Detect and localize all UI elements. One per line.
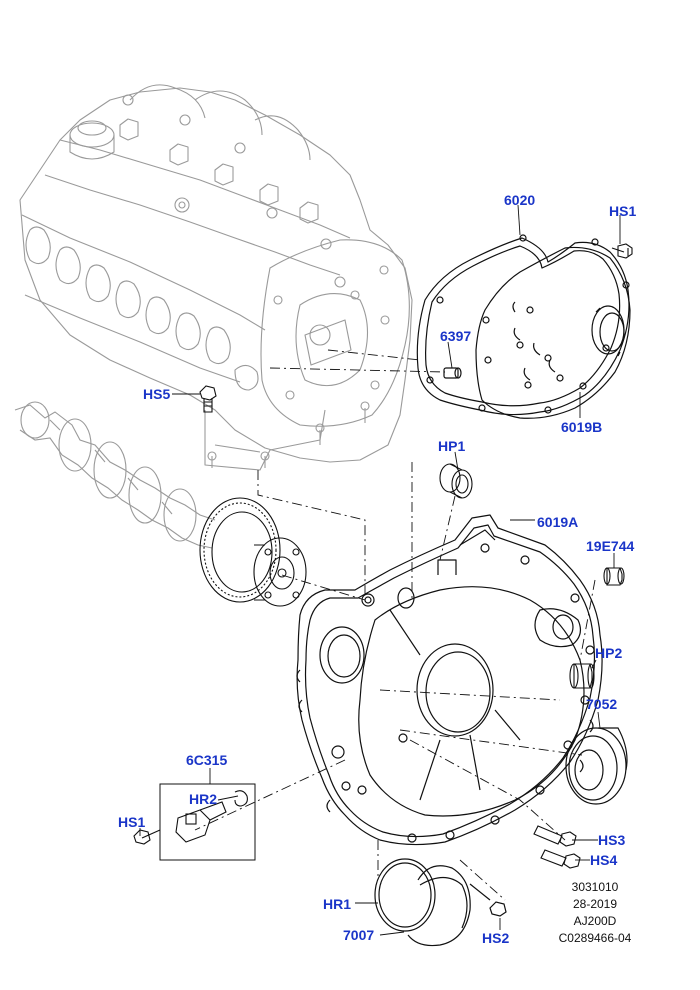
callout-hs4[interactable]: HS4 (590, 852, 618, 868)
plug-hp1 (439, 463, 473, 499)
bolt-hs1-top (611, 243, 633, 259)
callout-hp2[interactable]: HP2 (595, 645, 623, 661)
bolt-hs3-hs4 (533, 825, 581, 869)
callout-hs3[interactable]: HS3 (598, 832, 626, 848)
bolt-hs5 (199, 385, 217, 413)
callout-hp1[interactable]: HP1 (438, 438, 466, 454)
cover-7007-assembly (374, 858, 507, 947)
callout-hr2[interactable]: HR2 (189, 791, 218, 807)
callout-hr1[interactable]: HR1 (323, 896, 352, 912)
reference-block: 3031010 28-2019 AJ200D C0289466-04 (540, 880, 650, 945)
sensor-6c315-assembly (133, 783, 256, 861)
callout-6c315[interactable]: 6C315 (186, 752, 228, 768)
seal-7052 (565, 727, 628, 805)
callout-hs1-bottom[interactable]: HS1 (118, 814, 146, 830)
callout-6397[interactable]: 6397 (440, 328, 472, 344)
leader-lines (139, 204, 621, 936)
callout-6019a[interactable]: 6019A (537, 514, 579, 530)
callout-hs1-top[interactable]: HS1 (609, 203, 637, 219)
crankshaft-illustration (14, 401, 216, 549)
callout-6019b[interactable]: 6019B (561, 419, 603, 435)
crank-gear-illustration (199, 497, 307, 607)
reference-line-3: AJ200D (573, 914, 617, 928)
reference-line-2: 28-2019 (572, 897, 618, 911)
reference-line-4: C0289466-04 (558, 931, 632, 945)
callout-6020[interactable]: 6020 (504, 192, 536, 208)
plug-hp2 (569, 663, 595, 689)
rear-cover-assembly-6019b (416, 234, 631, 419)
callout-7052[interactable]: 7052 (586, 696, 618, 712)
reference-line-1: 3031010 (571, 880, 619, 894)
housing-6019a (296, 514, 603, 846)
callout-7007[interactable]: 7007 (343, 927, 375, 943)
callout-19e744[interactable]: 19E744 (586, 538, 635, 554)
callout-hs2[interactable]: HS2 (482, 930, 510, 946)
callout-hs5[interactable]: HS5 (143, 386, 171, 402)
dowel-19e744 (603, 567, 625, 586)
engine-block-illustration (19, 84, 413, 471)
